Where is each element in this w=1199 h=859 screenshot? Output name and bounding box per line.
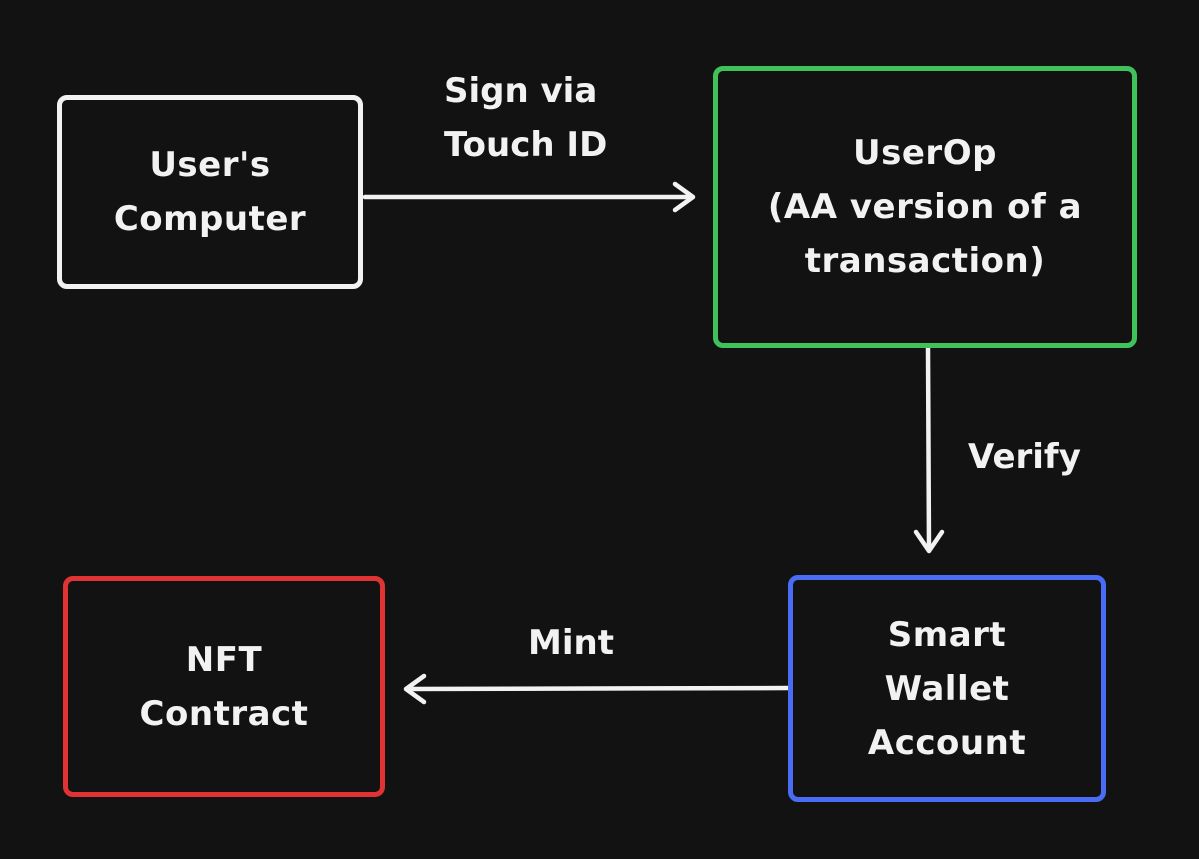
node-nft-contract[interactable]: NFT Contract — [63, 576, 385, 797]
node-users-computer-line-2: Computer — [113, 199, 307, 239]
arrow-verify-head — [913, 529, 945, 554]
node-users-computer-line-1: User's — [149, 145, 271, 185]
node-userop[interactable]: UserOp (AA version of a transaction) — [713, 66, 1137, 348]
node-smart-wallet-line-1: Smart — [887, 614, 1007, 655]
arrow-sign-head — [672, 181, 696, 213]
node-users-computer-text: User's Computer — [114, 138, 306, 246]
node-smart-wallet-account[interactable]: Smart Wallet Account — [788, 575, 1106, 802]
edge-label-sign-line-1: Sign via — [444, 71, 598, 111]
arrow-mint-head — [403, 673, 427, 705]
node-userop-text: UserOp (AA version of a transaction) — [768, 126, 1082, 288]
node-smart-wallet-text: Smart Wallet Account — [868, 608, 1026, 770]
arrow-mint-line — [404, 685, 793, 692]
arrow-verify-line — [925, 345, 932, 553]
node-nft-contract-line-1: NFT — [185, 639, 263, 680]
node-smart-wallet-line-3: Account — [867, 722, 1027, 763]
node-userop-line-1: UserOp — [853, 133, 997, 173]
edge-label-verify: Verify — [968, 437, 1081, 477]
node-userop-line-2: (AA version of a — [767, 187, 1083, 227]
node-smart-wallet-line-2: Wallet — [884, 668, 1010, 709]
edge-label-sign-line-2: Touch ID — [444, 125, 608, 165]
edge-label-mint: Mint — [528, 623, 614, 663]
node-users-computer[interactable]: User's Computer — [57, 95, 363, 289]
node-nft-contract-line-2: Contract — [139, 693, 309, 734]
node-userop-line-3: transaction) — [804, 241, 1046, 281]
edge-label-sign: Sign via Touch ID — [444, 64, 607, 172]
node-nft-contract-text: NFT Contract — [140, 633, 309, 741]
